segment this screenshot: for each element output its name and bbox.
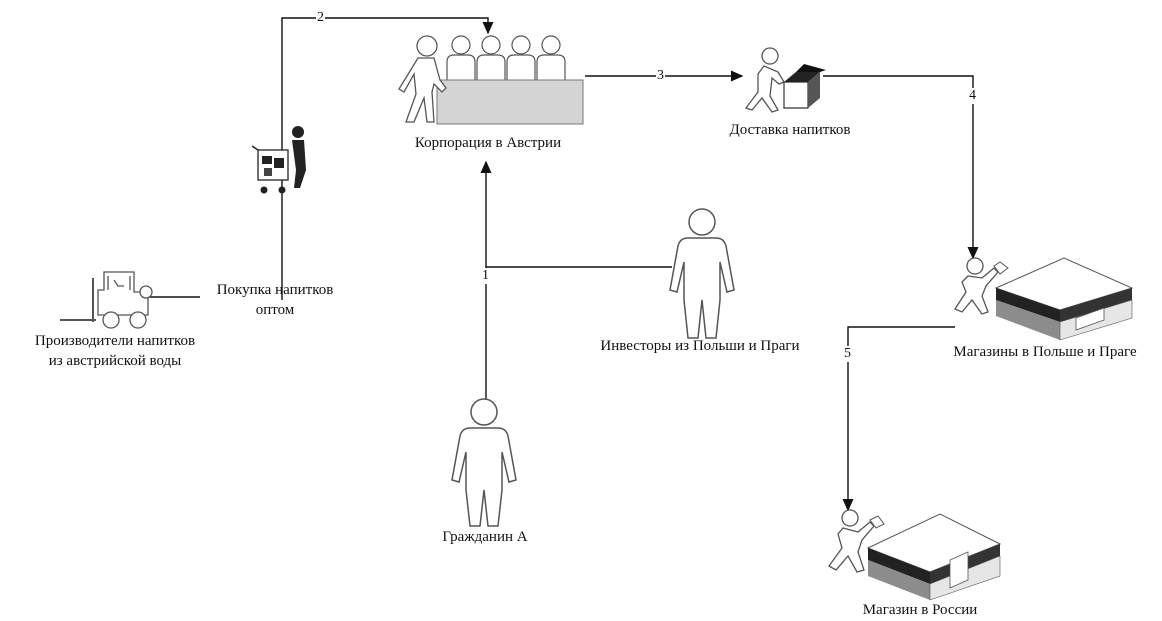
wholesale-label-line2: оптом: [255, 302, 295, 318]
edge-4-number: 4: [968, 88, 977, 104]
presenter-figure: [398, 35, 447, 123]
edge-1-number: 1: [481, 268, 490, 284]
edge-5-line: [842, 326, 955, 512]
edge-4-line: [823, 75, 979, 260]
citizen-figure: [451, 398, 517, 527]
producers-label: Производители напитков из австрийской во…: [2, 331, 228, 371]
shop-ru-label: Магазин в России: [862, 602, 978, 618]
wholesale-label-line1: Покупка напитков: [216, 282, 334, 298]
board-member-figure: [476, 35, 506, 83]
corporation-label: Корпорация в Австрии: [414, 135, 562, 151]
delivery-label: Доставка напитков: [729, 122, 851, 138]
store-pl-cz-icon: [954, 257, 1134, 341]
shopping-cart-person-icon: [251, 126, 306, 194]
citizen-label: Гражданин А: [442, 529, 528, 545]
wholesale-label: Покупка напитков оптом: [190, 280, 360, 320]
edge-3-number: 3: [656, 68, 665, 84]
board-member-figure: [446, 35, 476, 83]
producers-label-line1: Производители напитков: [34, 333, 196, 349]
investor-figure: [669, 208, 735, 339]
forklift-icon: [60, 271, 153, 329]
delivery-person-icon: [744, 47, 826, 113]
investors-label: Инвесторы из Польши и Праги: [600, 338, 800, 354]
board-member-figure: [536, 35, 566, 83]
edge-5-number: 5: [843, 346, 852, 362]
store-ru-icon: [828, 509, 1002, 601]
corporation-group: [398, 35, 584, 125]
board-member-figure: [506, 35, 536, 83]
meeting-table: [436, 79, 584, 125]
shops-pl-cz-label: Магазины в Польше и Праге: [953, 344, 1137, 360]
producers-label-line2: из австрийской воды: [48, 353, 182, 369]
edge-2-number: 2: [316, 10, 325, 26]
